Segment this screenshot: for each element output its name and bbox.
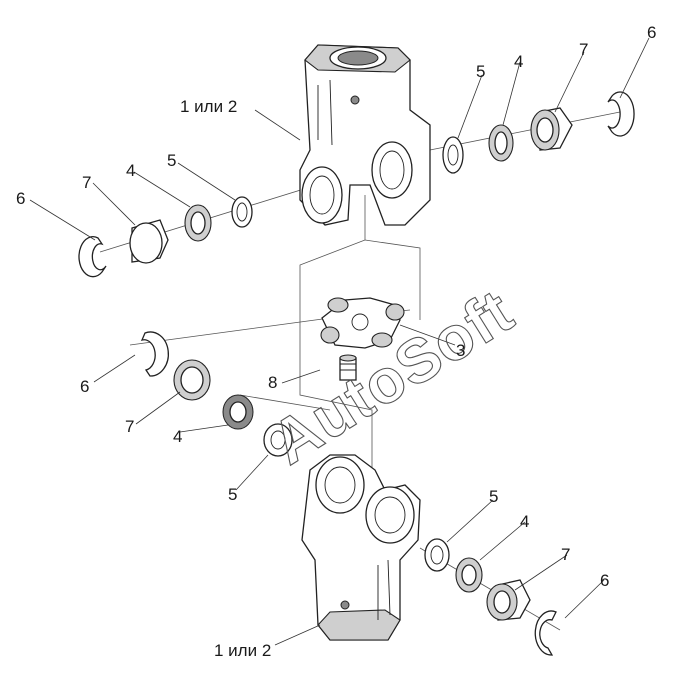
label-ring-top-right: 6 [647, 23, 656, 42]
upper-left-parts [78, 196, 253, 278]
label-washer-bottom-right: 5 [489, 487, 498, 506]
label-bearing-bottom-right: 7 [561, 545, 570, 564]
label-washer-top-right: 5 [476, 62, 485, 81]
label-ring-bottom-right: 6 [600, 571, 609, 590]
callout-labels: 1 или 2 1 или 2 3 8 6 7 4 5 6 7 4 5 6 7 … [16, 23, 656, 660]
label-bottom-yoke: 1 или 2 [214, 641, 271, 660]
label-bearing-middle-left: 7 [125, 417, 134, 436]
label-seal-middle-left: 4 [173, 427, 182, 446]
label-seal-bottom-right: 4 [520, 512, 529, 531]
label-top-yoke: 1 или 2 [180, 97, 237, 116]
label-cross: 3 [456, 341, 465, 360]
cross-spider [320, 297, 405, 349]
bottom-yoke [301, 454, 421, 641]
top-yoke [299, 44, 431, 226]
label-bearing-top-left: 7 [82, 173, 91, 192]
label-seal-top-right: 4 [514, 52, 523, 71]
label-washer-middle-left: 5 [228, 485, 237, 504]
upper-right-parts [442, 91, 635, 174]
bottom-right-parts [424, 538, 557, 656]
label-ring-top-left: 6 [16, 189, 25, 208]
leader-lines [29, 37, 650, 646]
label-bearing-top-right: 7 [579, 40, 588, 59]
label-seal-top-left: 4 [126, 161, 135, 180]
label-grease-fitting: 8 [268, 373, 277, 392]
label-ring-middle-left: 6 [80, 377, 89, 396]
label-washer-top-left: 5 [167, 151, 176, 170]
grease-fitting [339, 354, 357, 381]
middle-left-parts [140, 331, 293, 457]
